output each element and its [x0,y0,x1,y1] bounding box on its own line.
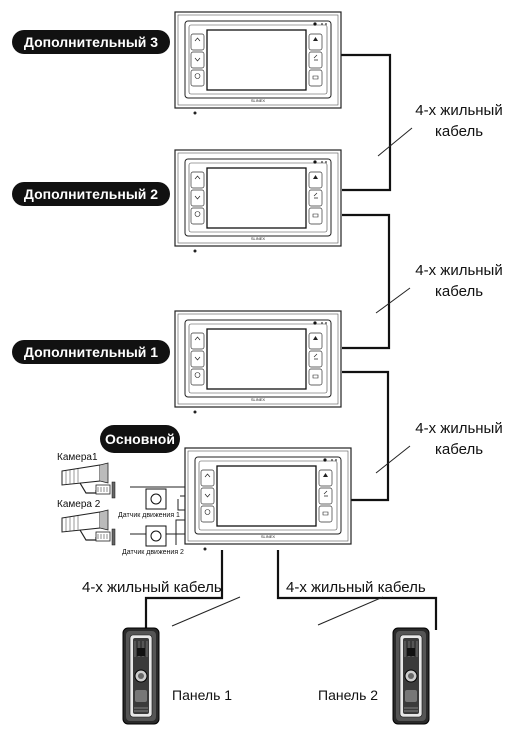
outdoor-panel-2-icon [392,627,430,725]
badge-main: Основной [100,425,180,453]
camera-2-label: Камера 2 [57,499,101,510]
outdoor-panel-1-icon [122,627,160,725]
cable-label-3-line1: 4-х жильный [415,420,503,437]
cable-label-2-line1: 4-х жильный [415,262,503,279]
panel-1-label: Панель 1 [172,687,233,703]
badge-extra-1: Дополнительный 1 [12,340,170,364]
cable-label-1-line2: кабель [434,123,484,140]
camera-1-label: Камера1 [57,452,98,463]
monitor-extra-1 [174,310,342,415]
badge-extra-2: Дополнительный 2 [12,182,170,206]
leader-lines [171,127,413,627]
cable-label-1-line1: 4-х жильный [415,102,503,119]
badge-extra-3: Дополнительный 3 [12,30,170,54]
cable-label-3: 4-х жильный кабель [404,418,514,460]
monitor-main [184,447,352,552]
motion-sensor-1-icon [145,488,167,510]
cable-label-panel-2: 4-х жильный кабель [286,579,426,596]
panel-2-label: Панель 2 [318,687,379,703]
inter-monitor-cables [144,53,438,630]
cable-label-2-line2: кабель [434,283,484,300]
sensor-1-label: Датчик движения 1 [118,512,180,519]
monitor-extra-2 [174,149,342,254]
sensor-2-label: Датчик движения 2 [122,549,184,556]
monitor-extra-3 [174,11,342,116]
motion-sensor-2-icon [145,525,167,547]
cable-label-3-line2: кабель [434,441,484,458]
camera-2-icon [61,509,116,546]
cable-label-panel-1: 4-х жильный кабель [82,579,222,596]
camera-1-icon [61,462,116,499]
cable-label-1: 4-х жильный кабель [404,100,514,142]
cable-label-2: 4-х жильный кабель [404,260,514,302]
